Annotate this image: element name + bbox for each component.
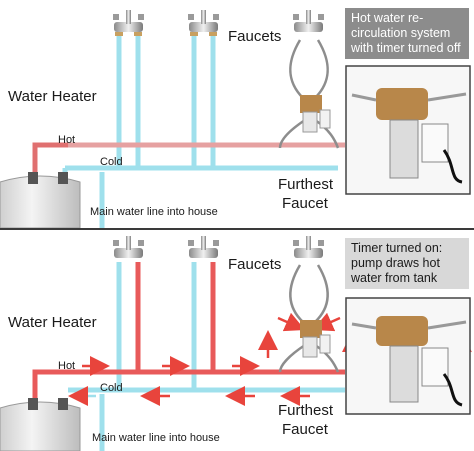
recirculation-pump-icon — [300, 320, 331, 358]
cold-label: Cold — [100, 382, 123, 394]
pump-photo-inset-bottom — [345, 297, 471, 415]
cold-label: Cold — [100, 156, 123, 168]
bottom-caption: Timer turned on: pump draws hot water fr… — [345, 238, 469, 289]
top-caption: Hot water re-circulation system with tim… — [345, 8, 469, 59]
furthest-faucet-label-line1: Furthest — [278, 176, 334, 193]
water-heater-icon — [0, 398, 81, 451]
furthest-faucet-label-line2: Faucet — [282, 421, 328, 438]
faucet-icon — [293, 236, 324, 258]
hot-line-top — [32, 142, 345, 176]
water-heater-icon — [0, 172, 81, 229]
panel-divider — [0, 228, 474, 230]
main-line-label: Main water line into house — [92, 432, 220, 444]
faucet-icon — [113, 10, 144, 36]
water-heater-label: Water Heater — [8, 88, 97, 105]
faucets-label: Faucets — [228, 256, 282, 273]
pump-photo-inset-top — [345, 65, 471, 195]
water-heater-label: Water Heater — [8, 314, 97, 331]
faucet-icon — [188, 10, 219, 36]
faucets-label: Faucets — [228, 28, 282, 45]
bottom-panel — [0, 236, 472, 451]
main-line-label: Main water line into house — [90, 206, 218, 218]
faucet-icon — [113, 236, 144, 258]
hot-label: Hot — [58, 134, 76, 146]
top-panel — [0, 10, 471, 229]
hot-label: Hot — [58, 360, 76, 372]
furthest-faucet-label-line1: Furthest — [278, 402, 334, 419]
furthest-faucet-hoses-top — [278, 39, 340, 149]
recirculation-pump-icon — [300, 95, 331, 133]
faucet-icon — [293, 10, 324, 32]
furthest-faucet-label-line2: Faucet — [282, 195, 328, 212]
hot-risers-bottom — [32, 262, 345, 398]
furthest-faucet-hoses-bottom — [278, 264, 340, 373]
faucet-icon — [188, 236, 219, 258]
